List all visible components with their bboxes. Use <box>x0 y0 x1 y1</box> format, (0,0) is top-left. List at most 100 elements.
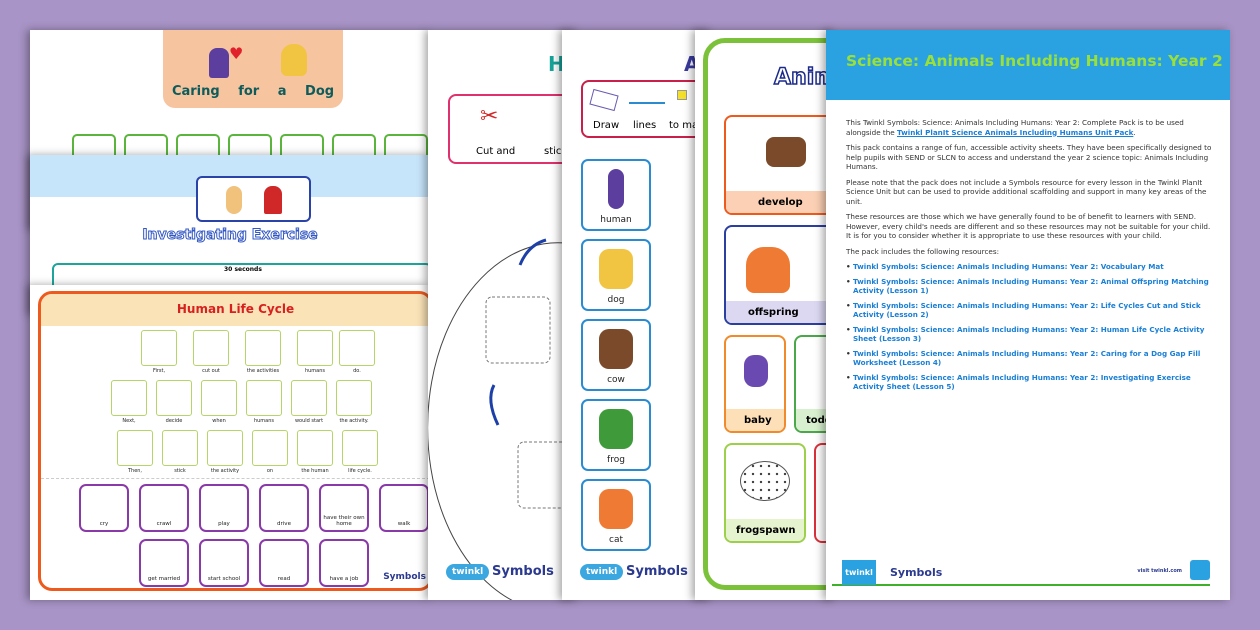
timer-label: 30 seconds <box>224 266 262 273</box>
symbol-label: Next, <box>122 418 136 424</box>
arrow-icon <box>489 384 500 426</box>
badge-icon <box>1190 560 1210 580</box>
dog-icon <box>599 249 633 289</box>
frog-icon <box>599 409 633 449</box>
heart-icon: ♥ <box>229 44 244 63</box>
activity-card[interactable]: read <box>259 539 309 587</box>
vocab-card: offspring <box>724 225 835 325</box>
symbol-label: decide <box>165 418 183 424</box>
symbol-card: First, <box>141 330 177 374</box>
animal-card[interactable]: cow <box>581 319 651 391</box>
visit-link[interactable]: visit twinkl.com <box>1137 568 1182 574</box>
animal-label: cat <box>609 535 623 545</box>
intro-paragraph: This Twinkl Symbols: Science: Animals In… <box>846 118 1184 137</box>
twinkl-logo: twinkl <box>842 560 876 585</box>
draw-icon <box>589 88 619 112</box>
cut-out-box <box>485 296 551 364</box>
animal-label: human <box>600 215 632 225</box>
symbol-card: humans <box>246 380 282 424</box>
symbol-card: the activities <box>245 330 281 374</box>
vocab-card: baby <box>724 335 786 433</box>
instruction-box: Draw lines to ma <box>581 80 712 138</box>
symbols-logo: Symbols <box>890 566 943 579</box>
line-icon <box>629 102 665 104</box>
activity-label: start school <box>207 575 241 582</box>
resource-link[interactable]: Twinkl Symbols: Science: Animals Includi… <box>846 373 1216 392</box>
activity-card[interactable]: start school <box>199 539 249 587</box>
symbol-card: the activity. <box>336 380 372 424</box>
divider <box>41 478 430 479</box>
vocab-word: baby <box>744 415 772 426</box>
symbol-label: do. <box>353 368 361 374</box>
activity-card[interactable]: drive <box>259 484 309 532</box>
human-life-cycle-sheet[interactable]: Human Life Cycle First, cut out the activi… <box>30 285 430 600</box>
symbol-label: Then, <box>127 468 143 474</box>
resource-link[interactable]: Twinkl Symbols: Science: Animals Includi… <box>846 262 1216 272</box>
cover-header: Science: Animals Including Humans: Year … <box>826 30 1230 100</box>
twinkl-logo: twinkl <box>580 564 624 580</box>
activity-card[interactable]: crawl <box>139 484 189 532</box>
symbol-card: on <box>252 430 288 474</box>
symbols-logo: Symbols <box>383 572 426 582</box>
symbol-label: First, <box>152 368 166 374</box>
symbols-logo: Symbols <box>492 564 554 579</box>
animal-label: dog <box>607 295 625 305</box>
symbol-label: cut out <box>202 368 220 374</box>
life-cycles-cut-stick-sheet[interactable]: H ✂ Cut and stic twinkl Symbols <box>428 30 578 600</box>
vocabulary-mat-sheet[interactable]: Anim develop offspring baby todd frogspa… <box>695 30 835 600</box>
activity-label: cry <box>99 520 109 527</box>
activity-card[interactable]: cry <box>79 484 129 532</box>
cycle-arc <box>428 242 578 600</box>
vocab-card: develop <box>724 115 835 215</box>
symbol-card: stick <box>162 430 198 474</box>
pack-cover-sheet[interactable]: Science: Animals Including Humans: Year … <box>826 30 1230 600</box>
instruction-word: Cut and <box>476 146 516 157</box>
animal-card[interactable]: cat <box>581 479 651 551</box>
cat-icon <box>599 489 633 529</box>
activity-card[interactable]: have their own home <box>319 484 369 532</box>
vocab-word: develop <box>758 197 803 208</box>
activity-card[interactable]: get married <box>139 539 189 587</box>
resource-link[interactable]: Twinkl Symbols: Science: Animals Includi… <box>846 301 1216 320</box>
symbol-card: the human <box>297 430 333 474</box>
resource-link[interactable]: Twinkl Symbols: Science: Animals Includi… <box>846 325 1216 344</box>
paragraph: This pack contains a range of fun, acces… <box>846 143 1212 171</box>
exercise-title: Investigating Exercise <box>142 227 318 244</box>
symbol-label: the human <box>301 468 329 474</box>
shapes-icon <box>677 90 687 100</box>
symbol-label: life cycle. <box>348 468 372 474</box>
dog-icon <box>281 44 307 76</box>
animal-card[interactable]: dog <box>581 239 651 311</box>
scissors-icon: ✂ <box>480 104 499 129</box>
symbol-label: humans <box>304 368 326 374</box>
cow-icon <box>599 329 633 369</box>
instruction-word: stic <box>544 146 562 157</box>
sheet-title: H <box>548 52 565 76</box>
activity-label: have a job <box>329 575 359 582</box>
unit-pack-link[interactable]: Twinkl PlanIt Science Animals Including … <box>897 127 1134 137</box>
activity-card[interactable]: play <box>199 484 249 532</box>
life-cycle-title: Human Life Cycle <box>176 302 295 316</box>
paragraph: These resources are those which we have … <box>846 212 1211 240</box>
twinkl-logo: twinkl <box>446 564 490 580</box>
human-icon <box>608 169 624 209</box>
resource-link[interactable]: Twinkl Symbols: Science: Animals Includi… <box>846 277 1216 296</box>
dog-title: Caring for a Dog <box>171 84 335 99</box>
symbol-card: Next, <box>111 380 147 424</box>
animal-card[interactable]: frog <box>581 399 651 471</box>
symbol-card: humans <box>297 330 333 374</box>
symbol-card: cut out <box>193 330 229 374</box>
dog-title-panel: ♥ Caring for a Dog <box>163 30 343 108</box>
paragraph: Please note that the pack does not inclu… <box>846 177 1207 206</box>
activity-card[interactable]: walk <box>379 484 429 532</box>
resource-link[interactable]: Twinkl Symbols: Science: Animals Includi… <box>846 349 1216 368</box>
resource-list: Twinkl Symbols: Science: Animals Includi… <box>846 262 1216 392</box>
symbol-card: do. <box>339 330 375 374</box>
animal-card[interactable]: human <box>581 159 651 231</box>
instruction-word: to ma <box>669 120 699 131</box>
vocab-card <box>814 443 835 543</box>
symbol-label: the activities <box>246 368 280 374</box>
activity-card[interactable]: have a job <box>319 539 369 587</box>
vocab-word: todd <box>806 415 832 426</box>
